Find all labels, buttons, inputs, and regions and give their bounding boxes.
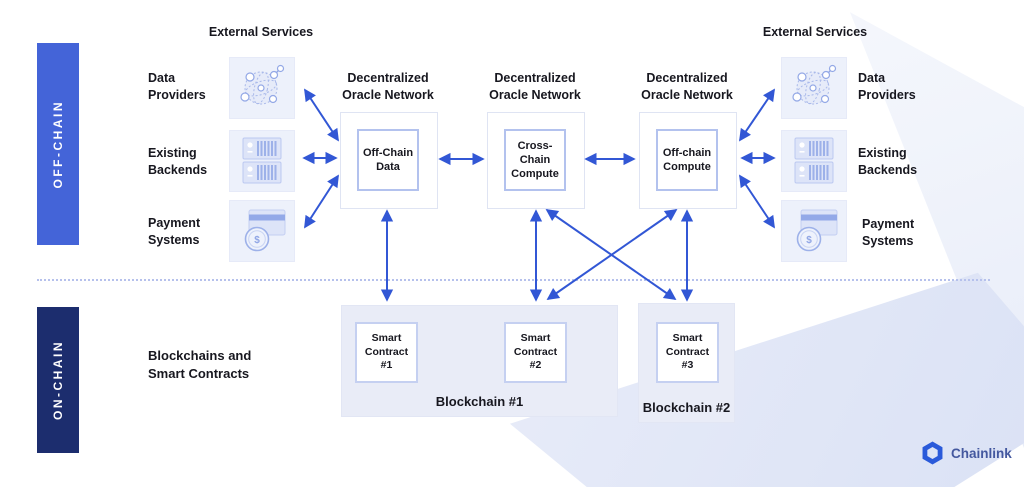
existing-backends-label-left: Existing Backends <box>148 146 208 177</box>
data-providers-label-right: Data Providers <box>858 71 916 102</box>
off-chain-compute-node: Off-chain Compute <box>656 129 718 191</box>
data-providers-label-left: Data Providers <box>148 71 206 102</box>
payment-systems-tile-right: $ <box>781 200 847 262</box>
oracle-network-title-2: Decentralized Oracle Network <box>489 71 581 102</box>
svg-text:$: $ <box>806 235 812 246</box>
smart-contract-1-node: Smart Contract #1 <box>355 322 418 383</box>
chainlink-wordmark: Chainlink <box>951 445 1012 461</box>
external-services-header-right: External Services <box>762 25 868 39</box>
existing-backends-icon <box>782 131 846 191</box>
off-chain-data-node: Off-Chain Data <box>357 129 419 191</box>
payment-systems-icon: $ <box>230 201 294 261</box>
blockchain-2-label: Blockchain #2 <box>642 400 731 415</box>
blockchain-1-label: Blockchain #1 <box>435 394 524 409</box>
blockchains-caption: Blockchains and Smart Contracts <box>148 348 252 381</box>
data-providers-tile-left <box>229 57 295 119</box>
off-chain-band: OFF-CHAIN <box>37 43 79 245</box>
smart-contract-3-node: Smart Contract #3 <box>656 322 719 383</box>
smart-contract-2-node: Smart Contract #2 <box>504 322 567 383</box>
existing-backends-tile-left <box>229 130 295 192</box>
external-services-header-left: External Services <box>208 25 314 39</box>
existing-backends-label-right: Existing Backends <box>858 146 918 177</box>
data-providers-tile-right <box>781 57 847 119</box>
oracle-network-title-1: Decentralized Oracle Network <box>342 71 434 102</box>
oracle-network-title-3: Decentralized Oracle Network <box>641 71 733 102</box>
data-providers-icon <box>782 58 846 118</box>
svg-text:$: $ <box>254 235 260 246</box>
chainlink-hexagon-icon <box>921 441 944 465</box>
existing-backends-icon <box>230 131 294 191</box>
data-providers-icon <box>230 58 294 118</box>
chain-divider <box>37 279 990 281</box>
on-chain-band: ON-CHAIN <box>37 307 79 453</box>
cross-chain-compute-node: Cross-Chain Compute <box>504 129 566 191</box>
existing-backends-tile-right <box>781 130 847 192</box>
chainlink-logo: Chainlink <box>921 441 1012 465</box>
payment-systems-icon: $ <box>782 201 846 261</box>
payment-systems-tile-left: $ <box>229 200 295 262</box>
payment-systems-label-right: Payment Systems <box>862 217 915 248</box>
payment-systems-label-left: Payment Systems <box>148 216 201 247</box>
